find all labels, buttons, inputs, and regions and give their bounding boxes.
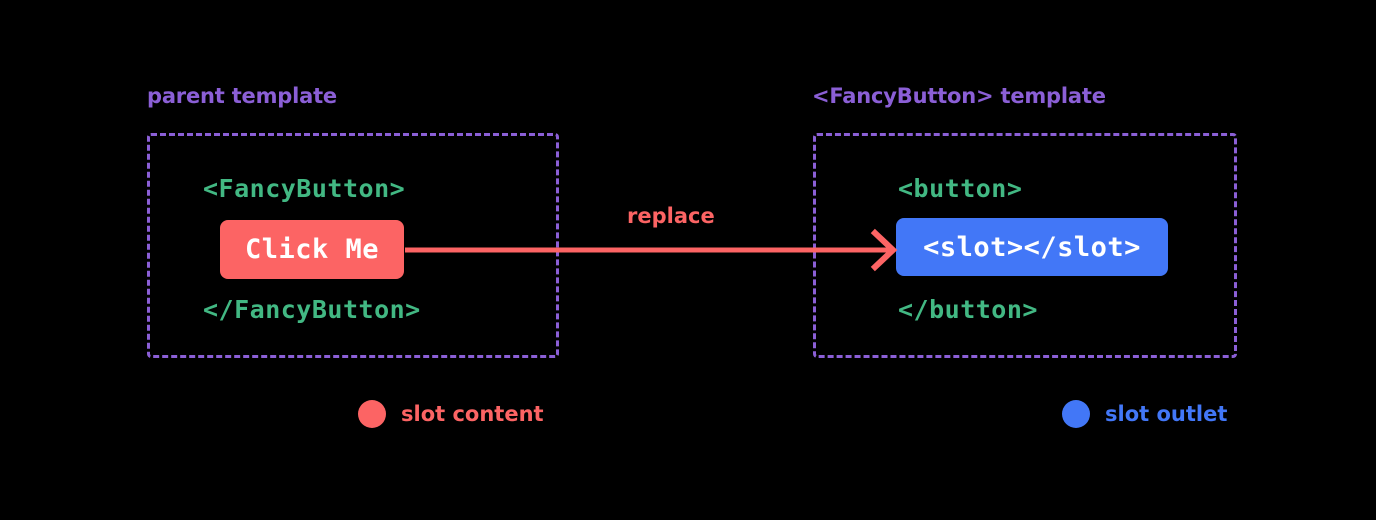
legend-dot-icon-slot-outlet xyxy=(1062,400,1090,428)
legend-item-slot-outlet: slot outlet xyxy=(1062,400,1227,428)
fancybutton-template-caption: <FancyButton> template xyxy=(812,84,1106,108)
parent-template-panel xyxy=(147,133,559,358)
code-close-tag-button: </button> xyxy=(898,295,1038,324)
slot-content-chip: Click Me xyxy=(220,220,404,279)
code-open-tag-fancybutton: <FancyButton> xyxy=(203,174,406,203)
legend-label-slot-outlet: slot outlet xyxy=(1105,402,1228,426)
code-close-tag-fancybutton: </FancyButton> xyxy=(203,295,421,324)
legend-label-slot-content: slot content xyxy=(401,402,544,426)
fancybutton-template-panel xyxy=(813,133,1237,358)
replace-arrow-icon xyxy=(405,228,898,272)
code-open-tag-button: <button> xyxy=(898,174,1023,203)
replace-arrow xyxy=(405,228,905,272)
legend-item-slot-content: slot content xyxy=(358,400,544,428)
parent-template-caption: parent template xyxy=(147,84,337,108)
legend-dot-icon-slot-content xyxy=(358,400,386,428)
slot-outlet-chip: <slot></slot> xyxy=(896,218,1168,276)
replace-arrow-label: replace xyxy=(627,204,715,228)
